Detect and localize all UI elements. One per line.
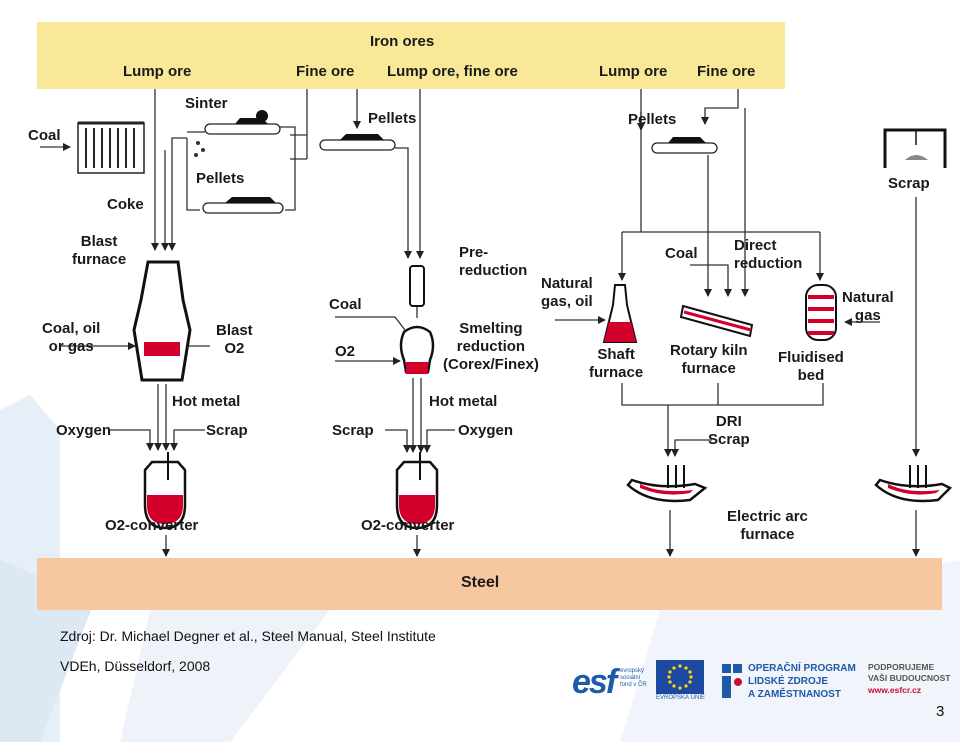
source-line-2: VDEh, Düsseldorf, 2008 xyxy=(60,658,211,674)
esf-logo-caption: evropský sociální fond v ČR xyxy=(620,668,647,688)
fine-ore-label: Fine ore xyxy=(296,63,355,80)
scrap-label-2: Scrap xyxy=(332,422,374,439)
fluidised-bed-icon xyxy=(805,284,837,341)
blast-furnace-label: Blast furnace xyxy=(72,233,127,268)
oxygen-label-1: Oxygen xyxy=(56,422,112,439)
source-line-1: Zdroj: Dr. Michael Degner et al., Steel … xyxy=(60,628,436,644)
podporujeme-logo: PODPORUJEME VAŠI BUDOUCNOST www.esfcr.cz xyxy=(868,662,960,704)
op-lzz-logo: OPERAČNÍ PROGRAM LIDSKÉ ZDROJE A ZAMĚSTN… xyxy=(720,662,856,704)
eaf-1-icon xyxy=(626,465,708,503)
lump-ore-label: Lump ore xyxy=(123,63,192,80)
scrap-label-1: Scrap xyxy=(206,422,248,439)
rotary-kiln-icon xyxy=(679,304,754,338)
steel-label: Steel xyxy=(461,574,500,591)
oxygen-label-2: Oxygen xyxy=(458,422,514,439)
page-number: 3 xyxy=(936,703,945,720)
coke-oven-icon xyxy=(77,121,145,174)
fluidised-bed-label: Fluidised bed xyxy=(778,349,844,384)
smelting-reduction-label: Smelting reduction (Corex/Finex) xyxy=(443,320,539,373)
op-lzz-icon xyxy=(722,664,742,698)
natural-gas-oil-label: Natural gas, oil xyxy=(541,275,593,310)
op-line-2: LIDSKÉ ZDROJE xyxy=(748,676,829,687)
pre-reduction-label: Pre- reduction xyxy=(459,244,528,279)
blast-furnace-icon xyxy=(132,260,192,382)
sinter-belt-icon xyxy=(194,110,281,157)
scrap-label: Scrap xyxy=(888,175,930,192)
eu-stars-icon xyxy=(667,664,693,690)
o2-converter-1-icon xyxy=(143,452,187,530)
pellets-label-1: Pellets xyxy=(196,170,245,187)
coal-label-2: Coal xyxy=(329,296,362,313)
pod-line-1: PODPORUJEME xyxy=(868,662,935,672)
eaf-2-icon xyxy=(874,465,953,503)
natural-gas-label: Natural gas xyxy=(842,289,894,324)
fine-ore-label-2: Fine ore xyxy=(697,63,756,80)
hot-metal-label-1: Hot metal xyxy=(172,393,241,410)
iron-ores-band xyxy=(37,22,785,89)
o2-converter-label-1: O2-converter xyxy=(105,517,199,534)
electric-arc-furnace-label: Electric arc furnace xyxy=(727,508,808,543)
pellets-label-2: Pellets xyxy=(368,110,417,127)
funding-logos: esf evropský sociální fond v ČR EVROPSKÁ… xyxy=(572,660,958,704)
direct-reduction-label: Direct reduction xyxy=(734,237,803,272)
sinter-label: Sinter xyxy=(185,95,228,112)
steel-band xyxy=(37,558,942,610)
hot-metal-label-2: Hot metal xyxy=(429,393,498,410)
eu-flag-logo: EVROPSKÁ UNIE xyxy=(656,660,706,704)
coal-oil-gas-label: Coal, oil or gas xyxy=(42,320,101,355)
lump-ore-label-2: Lump ore xyxy=(599,63,668,80)
pellets-label-3: Pellets xyxy=(628,111,677,128)
scrap-crane-icon xyxy=(883,128,947,168)
coal-label: Coal xyxy=(28,127,61,144)
blast-o2-label: Blast O2 xyxy=(216,322,253,357)
o2-label: O2 xyxy=(335,343,356,360)
o2-converter-label-2: O2-converter xyxy=(361,517,455,534)
o2-converter-2-icon xyxy=(395,452,439,530)
coal-label-3: Coal xyxy=(665,245,698,262)
esf-logo: esf evropský sociální fond v ČR xyxy=(572,662,650,702)
op-line-3: A ZAMĚSTNANOST xyxy=(748,689,841,700)
rotary-kiln-label: Rotary kiln furnace xyxy=(670,342,748,377)
lump-fine-ore-label: Lump ore, fine ore xyxy=(387,63,518,80)
esfcr-url: www.esfcr.cz xyxy=(868,685,922,695)
pellets-belt-icon xyxy=(202,134,718,214)
dri-scrap-label: DRI Scrap xyxy=(708,413,750,448)
eu-caption: EVROPSKÁ UNIE xyxy=(656,695,706,701)
shaft-furnace-icon xyxy=(602,284,638,343)
iron-ores-heading: Iron ores xyxy=(370,33,435,50)
esf-logo-text: esf xyxy=(572,663,617,701)
op-line-1: OPERAČNÍ PROGRAM xyxy=(748,663,856,674)
smelting-reduction-icon xyxy=(399,265,435,374)
pod-line-2: VAŠI BUDOUCNOST xyxy=(868,673,951,683)
coke-label: Coke xyxy=(107,196,144,213)
shaft-furnace-label: Shaft furnace xyxy=(589,346,644,381)
